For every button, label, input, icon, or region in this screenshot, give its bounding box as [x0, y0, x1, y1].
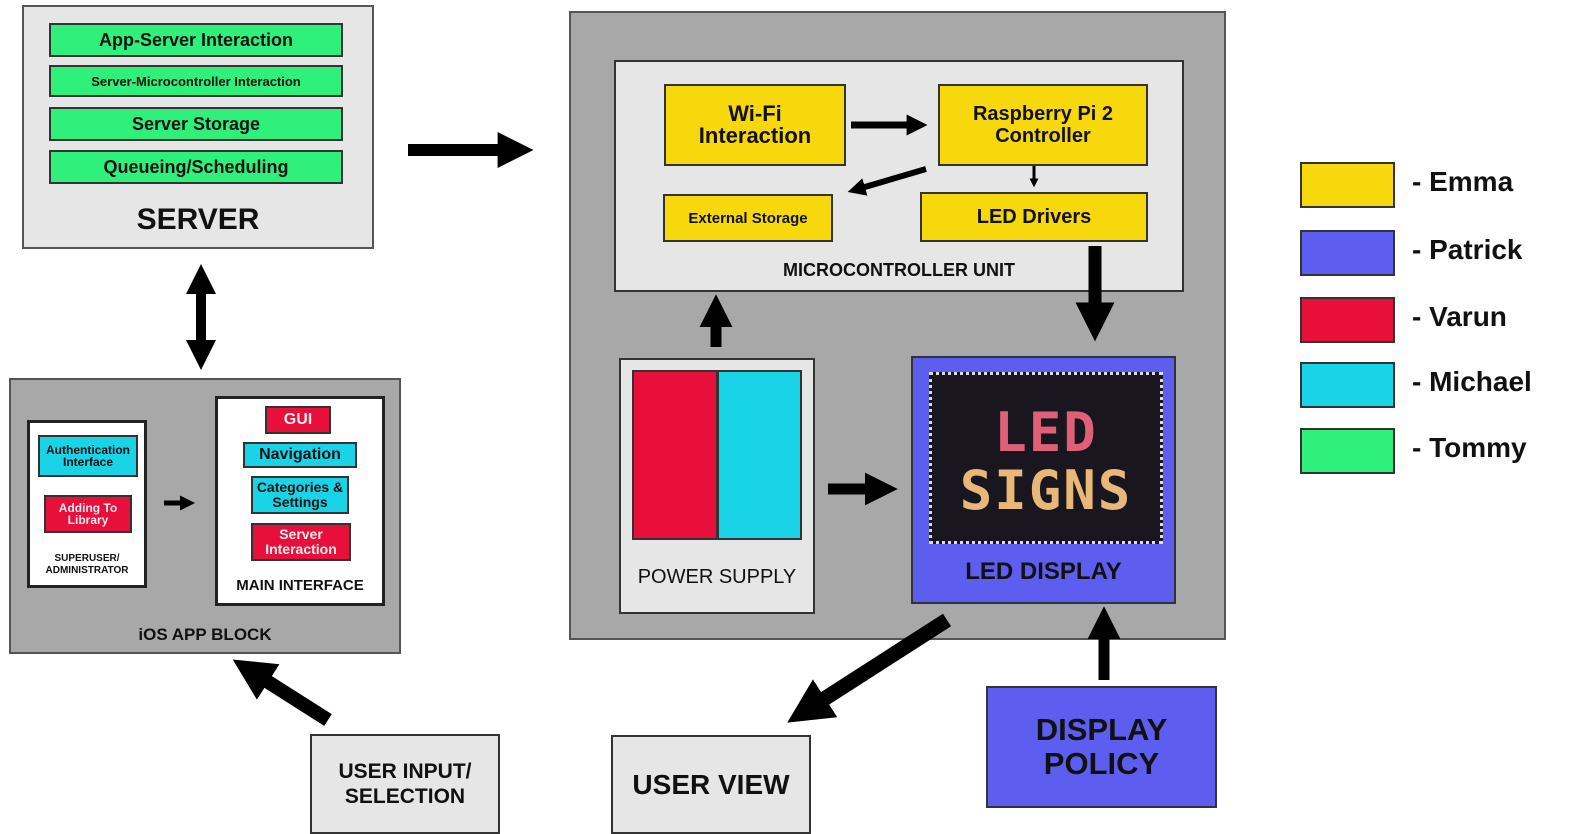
legend-swatch — [1300, 297, 1395, 343]
arrow-user-input-to-ios — [232, 659, 332, 726]
legend-swatch — [1300, 230, 1395, 276]
navigation-item: Navigation — [243, 442, 357, 468]
legend-swatch — [1300, 428, 1395, 474]
admin-label: SUPERUSER/ ADMINISTRATOR — [45, 553, 129, 576]
power-cyan-segment — [717, 370, 802, 540]
server-title: SERVER — [136, 203, 260, 236]
legend-label: - Patrick — [1412, 234, 1523, 265]
arrow-rpi-to-storage — [847, 166, 927, 196]
admin-panel: Authentication Interface Adding To Libra… — [27, 420, 147, 588]
server-item-server-mcu: Server-Microcontroller Interaction — [49, 65, 343, 97]
adding-to-library: Adding To Library — [44, 495, 132, 533]
legend-label: - Tommy — [1412, 432, 1527, 463]
mcu-label: MICROCONTROLLER UNIT — [783, 260, 1015, 280]
main-interface-panel: GUI Navigation Categories & Settings Ser… — [215, 396, 385, 606]
legend-item-tommy: - Tommy — [1300, 428, 1574, 474]
led-display: LED SIGNS LED DISPLAY — [911, 356, 1176, 604]
server-interaction-item: Server Interaction — [251, 523, 351, 561]
legend-swatch — [1300, 362, 1395, 408]
legend-item-varun: - Varun — [1300, 297, 1574, 343]
led-screen-line1: LED — [994, 401, 1098, 464]
legend-item-michael: - Michael — [1300, 362, 1574, 408]
legend-label: - Michael — [1412, 366, 1532, 397]
user-view: USER VIEW — [611, 735, 811, 834]
server-item-app-server: App-Server Interaction — [49, 23, 343, 57]
authentication-interface: Authentication Interface — [38, 435, 138, 477]
legend-label: - Varun — [1412, 301, 1507, 332]
legend-label: - Emma — [1412, 166, 1514, 197]
power-supply: POWER SUPPLY — [619, 358, 815, 614]
legend-item-patrick: - Patrick — [1300, 230, 1574, 276]
led-display-label: LED DISPLAY — [965, 558, 1122, 585]
categories-settings-item: Categories & Settings — [251, 476, 349, 514]
main-interface-label: MAIN INTERFACE — [236, 577, 364, 594]
user-input-selection: USER INPUT/ SELECTION — [310, 734, 500, 834]
ios-app-block: Authentication Interface Adding To Libra… — [9, 378, 401, 654]
server-block: App-Server Interaction Server-Microcontr… — [22, 5, 374, 249]
led-screen-line2: SIGNS — [959, 459, 1133, 522]
ios-title: iOS APP BLOCK — [138, 625, 272, 644]
led-screen: LED SIGNS — [929, 372, 1163, 544]
wifi-interaction: Wi-Fi Interaction — [664, 84, 846, 166]
legend-item-emma: - Emma — [1300, 162, 1574, 208]
external-storage: External Storage — [663, 194, 833, 242]
server-item-queueing: Queueing/Scheduling — [49, 150, 343, 184]
gui-item: GUI — [265, 406, 331, 434]
legend: - Emma - Patrick - Varun - Michael - Tom… — [1300, 162, 1574, 482]
display-policy: DISPLAY POLICY — [986, 686, 1217, 808]
power-supply-label: POWER SUPPLY — [637, 566, 797, 588]
rpi-controller: Raspberry Pi 2 Controller — [938, 84, 1148, 166]
led-drivers: LED Drivers — [920, 192, 1148, 242]
arrow-display-to-user-view — [787, 613, 952, 723]
server-item-storage: Server Storage — [49, 107, 343, 141]
hardware-block: Wi-Fi Interaction Raspberry Pi 2 Control… — [569, 11, 1226, 640]
legend-swatch — [1300, 162, 1395, 208]
